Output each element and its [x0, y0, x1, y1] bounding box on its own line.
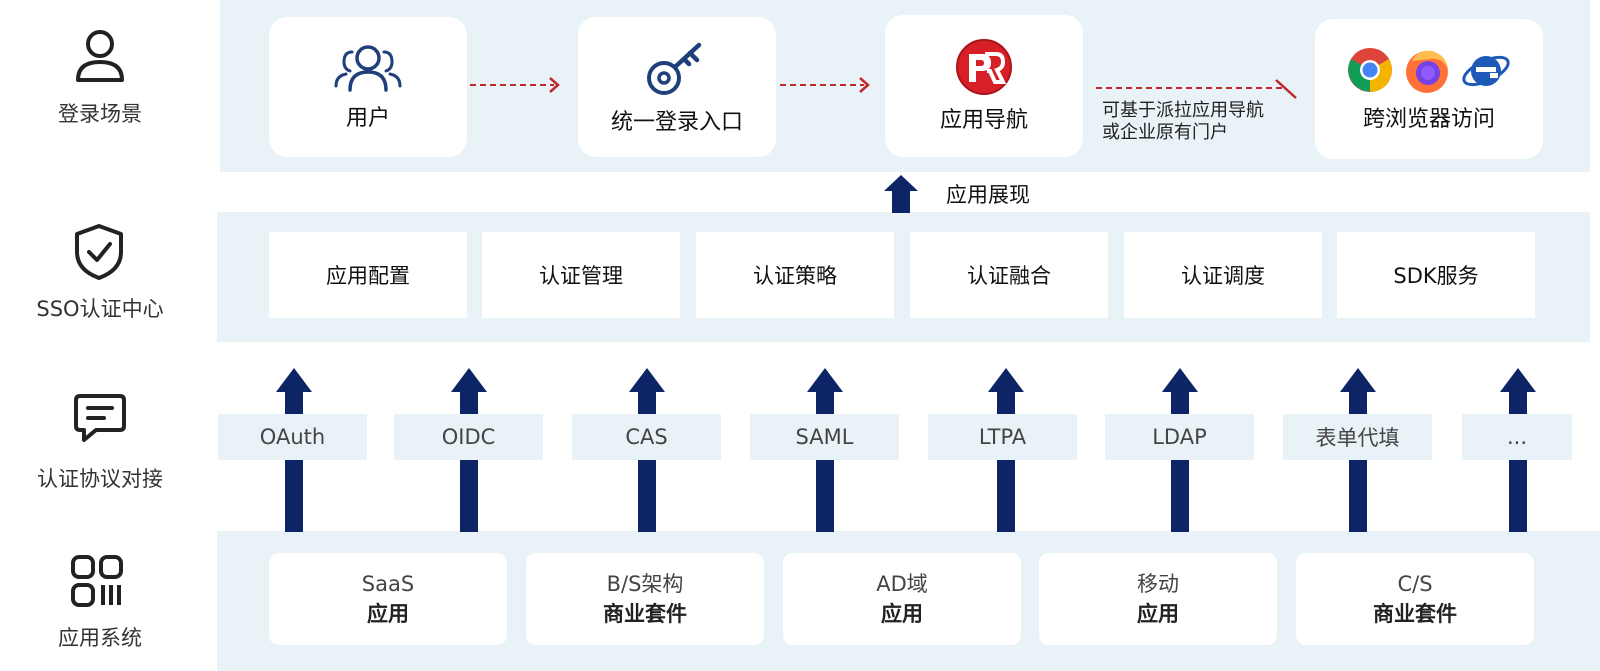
sso-module-auth-fusion: 认证融合: [910, 232, 1108, 318]
dashed-arrow-1: [470, 77, 560, 93]
user-icon: [76, 30, 124, 82]
card-entry: 统一登录入口: [578, 17, 776, 157]
card-user: 用户: [269, 17, 467, 157]
card-browser-label: 跨浏览器访问: [1362, 107, 1495, 132]
card-entry-label: 统一登录入口: [610, 110, 743, 135]
card-user-label: 用户: [345, 106, 390, 131]
system-mobile-top: 移动: [1137, 572, 1179, 596]
system-bs: B/S架构 商业套件: [526, 553, 764, 645]
nav-note: 可基于派拉应用导航 或企业原有门户: [1102, 100, 1264, 144]
firefox-icon: [1406, 50, 1448, 93]
system-mobile: 移动 应用: [1039, 553, 1277, 645]
sso-module-config: 应用配置: [269, 232, 467, 318]
protocol-more: ...: [1462, 414, 1572, 460]
sso-module-auth-policy: 认证策略: [696, 232, 894, 318]
system-bs-top: B/S架构: [606, 572, 684, 596]
protocol-cas: CAS: [572, 414, 721, 460]
sso-module-sdk: SDK服务: [1337, 232, 1535, 318]
paraview-logo-icon: [956, 39, 1012, 95]
system-cs-top: C/S: [1397, 572, 1433, 596]
nav-note-line2: 或企业原有门户: [1102, 122, 1228, 143]
system-mobile-bottom: 应用: [1137, 602, 1179, 626]
row-label-protocol: 认证协议对接: [37, 467, 163, 491]
system-saas: SaaS 应用: [269, 553, 507, 645]
dashed-arrow-3: [1096, 79, 1297, 99]
up-arrow-app-display: [884, 175, 918, 213]
card-nav-label: 应用导航: [939, 108, 1028, 133]
system-cs-bottom: 商业套件: [1373, 602, 1457, 626]
chrome-icon: [1348, 48, 1392, 92]
key-icon: [647, 42, 702, 95]
system-ad: AD域 应用: [783, 553, 1021, 645]
row-label-apps: 应用系统: [58, 626, 142, 650]
sso-module-auth-dispatch: 认证调度: [1124, 232, 1322, 318]
row-label-sso: SSO认证中心: [36, 297, 164, 321]
users-group-icon: [334, 45, 402, 92]
nav-note-line1: 可基于派拉应用导航: [1102, 100, 1264, 121]
sso-module-auth-mgmt: 认证管理: [482, 232, 680, 318]
shield-check-icon: [75, 224, 123, 280]
protocol-ltpa: LTPA: [928, 414, 1077, 460]
system-ad-bottom: 应用: [881, 602, 923, 626]
protocol-saml: SAML: [750, 414, 899, 460]
protocol-ldap: LDAP: [1105, 414, 1254, 460]
ie-icon: [1462, 55, 1510, 87]
protocol-form-fill: 表单代填: [1283, 414, 1432, 460]
system-saas-top: SaaS: [361, 572, 415, 596]
apps-grid-icon: [71, 555, 123, 607]
system-ad-top: AD域: [876, 572, 928, 596]
protocol-oidc: OIDC: [394, 414, 543, 460]
system-bs-bottom: 商业套件: [603, 602, 687, 626]
card-nav: 应用导航: [885, 15, 1083, 157]
chat-icon: [74, 394, 126, 442]
system-saas-bottom: 应用: [367, 602, 409, 626]
system-cs: C/S 商业套件: [1296, 553, 1534, 645]
app-display-label: 应用展现: [946, 183, 1030, 207]
dashed-arrow-2: [780, 77, 870, 93]
browser-icons: [1346, 45, 1512, 95]
protocol-oauth: OAuth: [218, 414, 367, 460]
card-browser: 跨浏览器访问: [1315, 19, 1543, 159]
row-label-login: 登录场景: [58, 102, 142, 126]
